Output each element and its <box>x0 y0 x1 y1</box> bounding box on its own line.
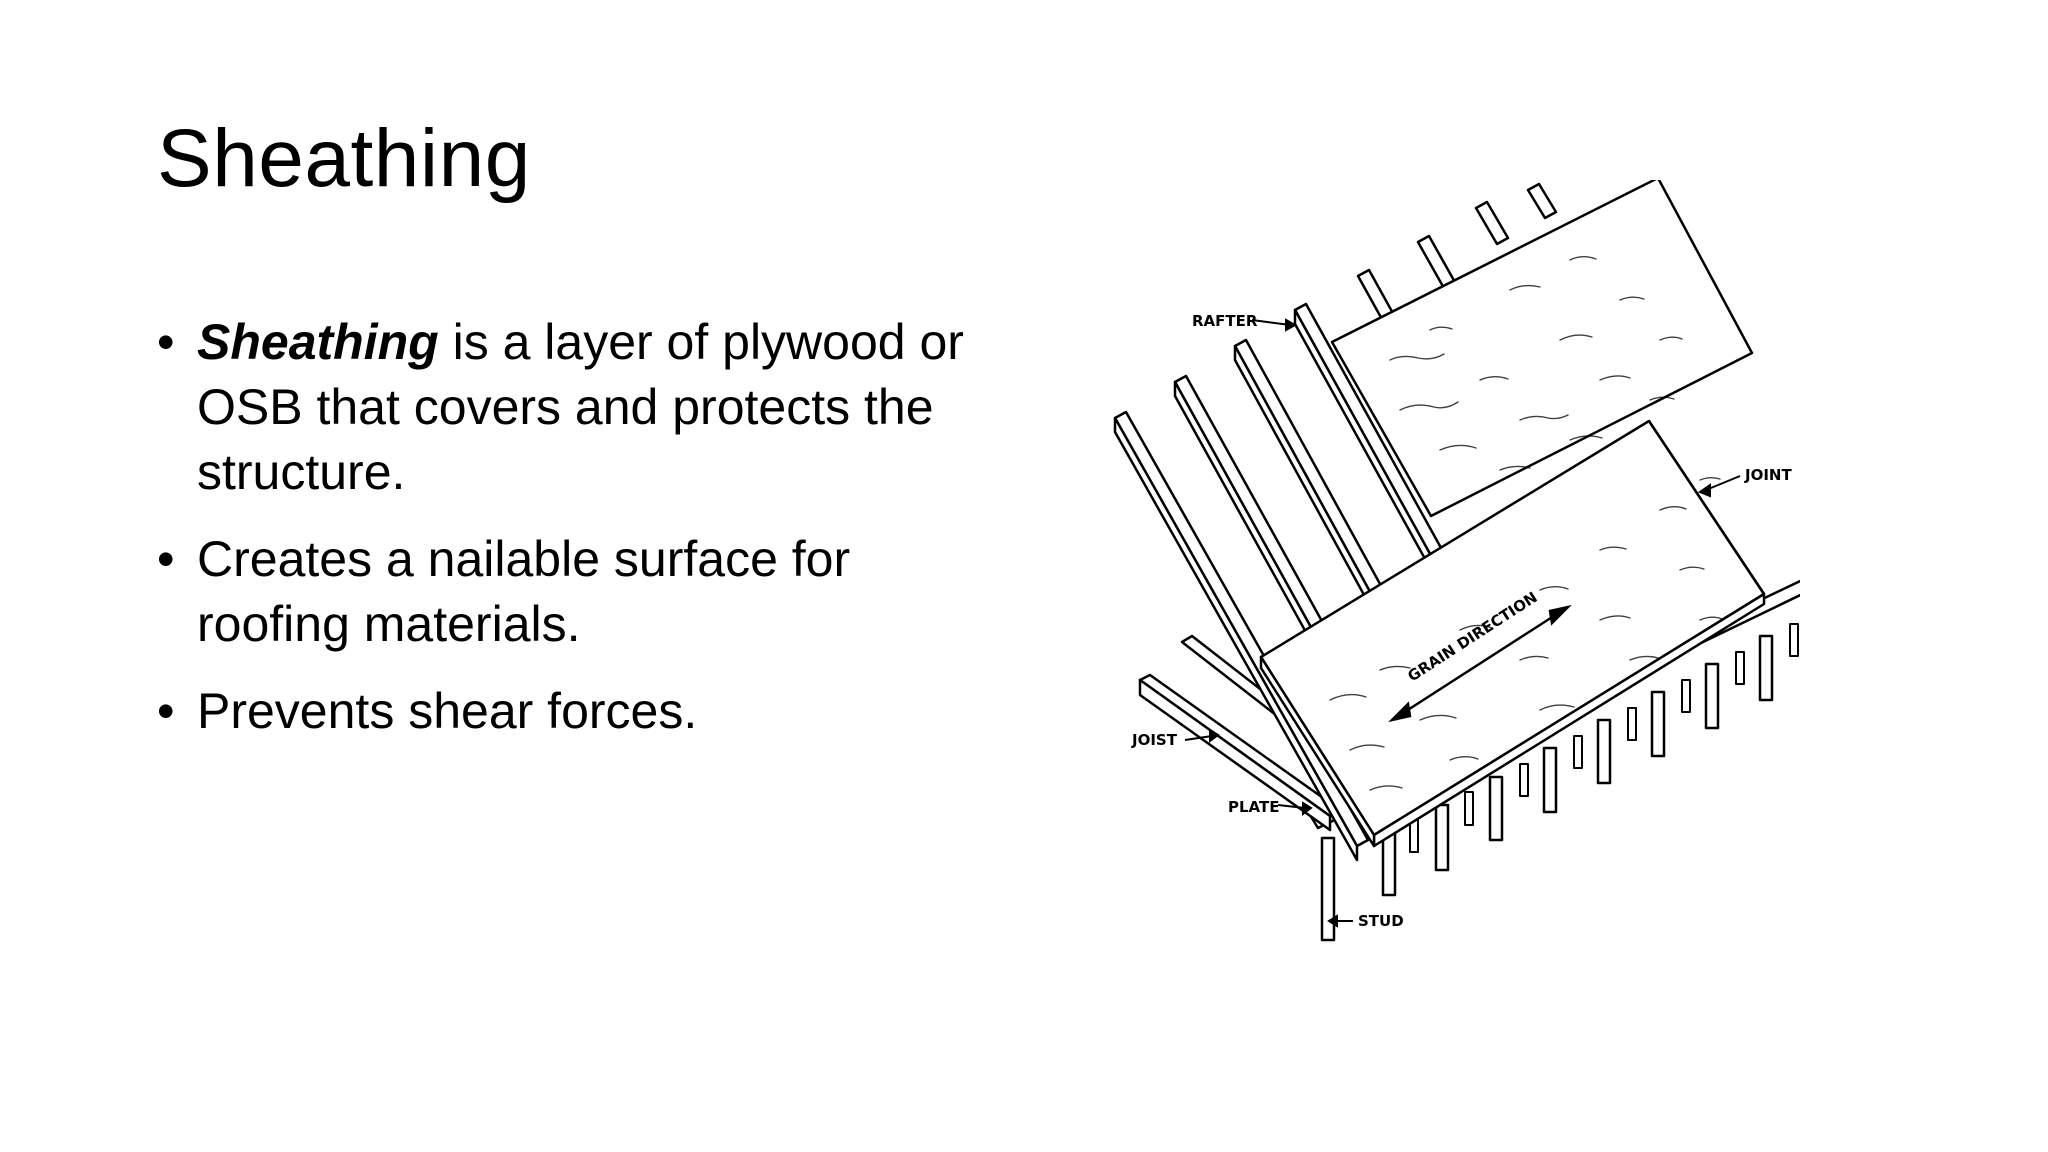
label-rafter: RAFTER <box>1192 312 1258 330</box>
leader-lines <box>1184 318 1741 928</box>
wood-grain <box>1329 256 1723 791</box>
bullet-item: • Prevents shear forces. <box>157 679 997 744</box>
bullet-text: Creates a nailable surface for roofing m… <box>197 531 851 652</box>
bullet-item: • Creates a nailable surface for roofing… <box>157 527 997 657</box>
roof-sheathing-drawing: GRAIN DIRECTION RAFTER JOINT JOIST PLATE <box>1113 180 1800 942</box>
label-joist: JOIST <box>1131 731 1178 749</box>
label-joint: JOINT <box>1744 466 1792 484</box>
bullet-text: Prevents shear forces. <box>197 683 698 739</box>
bullet-list: • Sheathing is a layer of plywood or OSB… <box>157 310 997 766</box>
lower-sheathing-panel <box>1259 419 1766 837</box>
label-plate: PLATE <box>1228 798 1279 816</box>
studs <box>1320 634 1774 942</box>
bullet-dot: • <box>157 683 175 739</box>
upper-sheathing-panel <box>1330 180 1754 518</box>
bullet-term: Sheathing <box>197 314 439 370</box>
slide-title: Sheathing <box>157 113 531 204</box>
bullet-item: • Sheathing is a layer of plywood or OSB… <box>157 310 997 505</box>
bullet-dot: • <box>157 314 175 370</box>
bullet-dot: • <box>157 531 175 587</box>
roof-sheathing-diagram: GRAIN DIRECTION RAFTER JOINT JOIST PLATE <box>1100 180 1800 970</box>
bullet-text: is a layer of plywood or OSB that covers… <box>197 314 964 500</box>
grain-direction-arrow <box>1388 604 1572 723</box>
label-stud: STUD <box>1358 912 1404 930</box>
